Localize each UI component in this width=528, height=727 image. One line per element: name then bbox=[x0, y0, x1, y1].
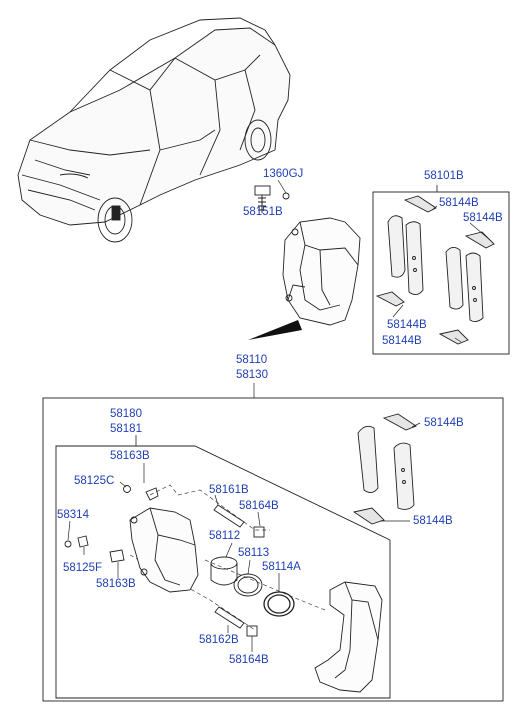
part-label-58161B[interactable]: 58161B bbox=[209, 484, 249, 496]
part-label-58314[interactable]: 58314 bbox=[57, 509, 89, 521]
part-label-58130[interactable]: 58130 bbox=[236, 369, 268, 381]
part-label-58114A[interactable]: 58114A bbox=[262, 561, 301, 573]
part-label-58144B[interactable]: 58144B bbox=[439, 197, 479, 209]
seal-illustration bbox=[233, 573, 263, 597]
part-label-58163B[interactable]: 58163B bbox=[96, 578, 136, 590]
part-label-58112[interactable]: 58112 bbox=[209, 530, 241, 542]
part-label-58101B[interactable]: 58101B bbox=[424, 170, 464, 182]
part-label-58144B[interactable]: 58144B bbox=[424, 417, 464, 429]
boot-upper bbox=[253, 526, 265, 538]
caliper-assembly-illustration bbox=[254, 185, 361, 326]
part-label-58181[interactable]: 58181 bbox=[110, 423, 142, 435]
part-label-58144B[interactable]: 58144B bbox=[413, 515, 453, 527]
part-label-58144B[interactable]: 58144B bbox=[387, 319, 427, 331]
guide-pin-upper bbox=[213, 504, 245, 528]
boot-lower bbox=[246, 625, 258, 637]
part-label-58163B[interactable]: 58163B bbox=[110, 450, 150, 462]
part-label-58125C[interactable]: 58125C bbox=[74, 475, 115, 487]
caliper-kit-frame bbox=[42, 397, 504, 702]
piston-illustration bbox=[210, 556, 238, 586]
part-label-58125F[interactable]: 58125F bbox=[63, 562, 103, 574]
caliper-body-frame bbox=[55, 445, 391, 699]
vehicle-illustration bbox=[17, 17, 291, 243]
part-label-58164B[interactable]: 58164B bbox=[239, 500, 279, 512]
part-label-58151B[interactable]: 58151B bbox=[243, 206, 283, 218]
part-label-1360GJ[interactable]: 1360GJ bbox=[263, 168, 304, 180]
assembly-arrow bbox=[248, 320, 302, 340]
part-label-58144B[interactable]: 58144B bbox=[463, 212, 503, 224]
part-label-58113[interactable]: 58113 bbox=[238, 547, 270, 559]
pad-kit-illustration bbox=[375, 195, 495, 345]
carrier-bracket-illustration bbox=[314, 581, 383, 693]
part-label-58180[interactable]: 58180 bbox=[110, 408, 142, 420]
part-label-58110[interactable]: 58110 bbox=[236, 354, 268, 366]
boot-illustration bbox=[263, 591, 295, 617]
guide-pin-lower bbox=[214, 606, 245, 629]
caliper-body-illustration bbox=[109, 487, 199, 593]
part-label-58164B[interactable]: 58164B bbox=[229, 654, 269, 666]
part-label-58162B[interactable]: 58162B bbox=[199, 634, 239, 646]
part-label-58144B[interactable]: 58144B bbox=[382, 335, 422, 347]
pad-kit-frame bbox=[372, 191, 510, 355]
lower-pad-illustration bbox=[352, 413, 417, 525]
